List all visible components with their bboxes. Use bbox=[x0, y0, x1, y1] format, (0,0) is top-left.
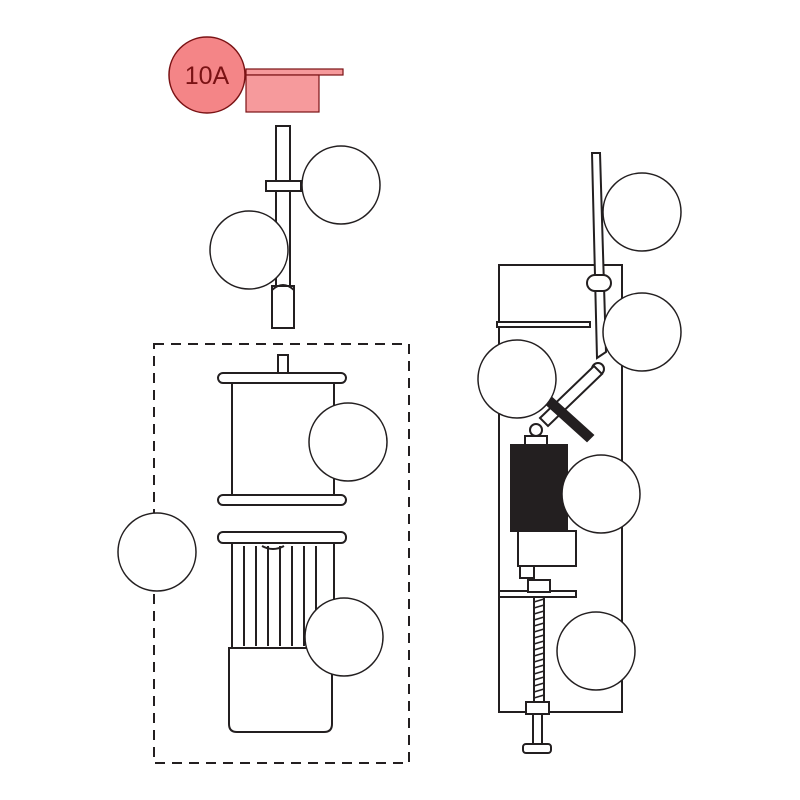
upper-housing bbox=[217, 354, 347, 506]
lever-slot bbox=[586, 274, 612, 292]
callout-circle bbox=[209, 210, 289, 290]
shaft-stub bbox=[277, 354, 289, 374]
step-badge: 10A bbox=[168, 36, 344, 114]
step-tab-bar bbox=[245, 68, 344, 76]
dashed-outline-box bbox=[153, 343, 410, 764]
callout-circle bbox=[602, 292, 682, 372]
motor-end-cap bbox=[228, 647, 333, 733]
callout-circle bbox=[556, 611, 636, 691]
callout-circle bbox=[301, 145, 381, 225]
step-label: 10A bbox=[185, 62, 230, 90]
actuator-body bbox=[510, 444, 568, 532]
actuator-bracket bbox=[517, 530, 577, 567]
plate-ledge bbox=[496, 321, 591, 328]
rod-base bbox=[271, 285, 295, 329]
callout-circle bbox=[561, 454, 641, 534]
housing-bottom-flange bbox=[217, 494, 347, 506]
threaded-screw bbox=[533, 596, 545, 703]
callout-circle bbox=[477, 339, 557, 419]
screw-nut bbox=[527, 579, 551, 593]
housing-top-flange bbox=[217, 372, 347, 384]
screw-head bbox=[522, 743, 552, 754]
link-pin bbox=[529, 423, 543, 437]
step-tab-block bbox=[245, 74, 320, 113]
screw-lower-block bbox=[525, 701, 550, 715]
step-circle bbox=[168, 36, 246, 114]
callout-circle bbox=[117, 512, 197, 592]
callout-circle bbox=[602, 172, 682, 252]
callouts bbox=[117, 145, 682, 691]
callout-circle bbox=[308, 402, 388, 482]
callout-circle bbox=[304, 597, 384, 677]
rod-joint bbox=[271, 284, 295, 291]
screw-shank bbox=[532, 713, 543, 745]
actuator-bracket-lip bbox=[519, 566, 535, 579]
rod-collar bbox=[265, 180, 302, 192]
motor-top-flange bbox=[217, 531, 347, 544]
